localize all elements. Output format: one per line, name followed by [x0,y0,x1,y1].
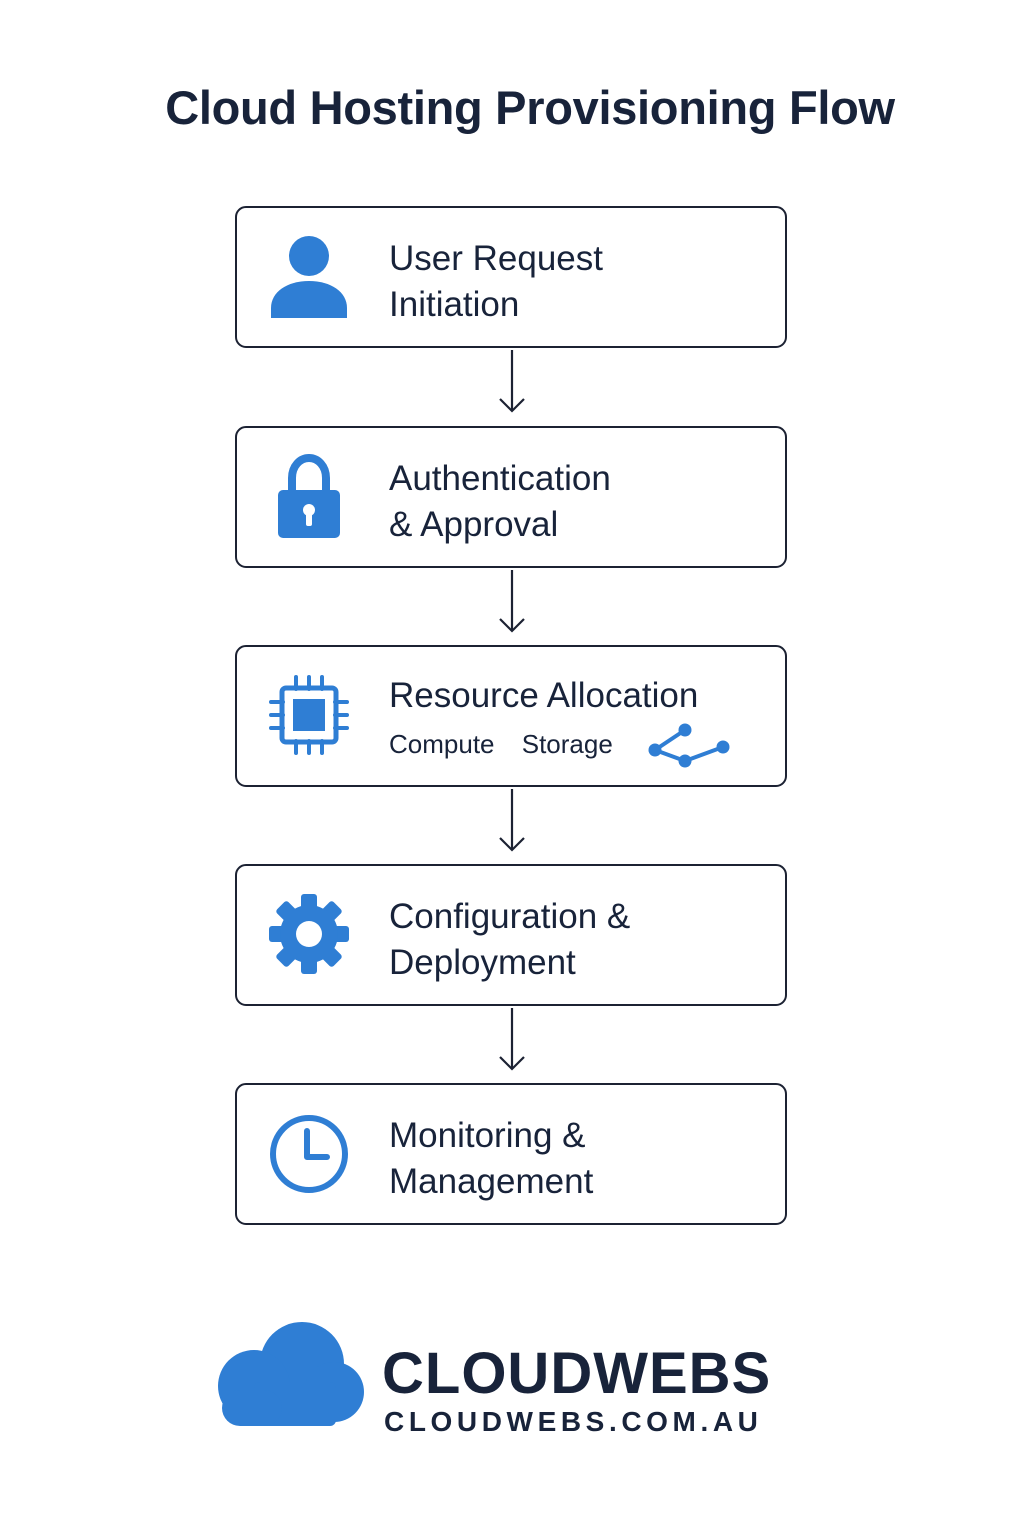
cloud-icon [218,1322,364,1426]
network-nodes-icon [648,723,730,768]
gear-icon [267,892,351,976]
step-authentication: Authentication & Approval [235,426,787,568]
step-label: Configuration & Deployment [389,897,631,982]
step-label: Monitoring & Management [389,1116,594,1201]
step-label: User Request Initiation [389,239,603,324]
brand-name: CLOUDWEBS [382,1341,772,1406]
step-label: Resource Allocation [389,676,699,715]
step-user-request: User Request Initiation [235,206,787,348]
sub-label-storage: Storage [521,729,613,759]
clock-icon [267,1111,351,1195]
step-label: Authentication & Approval [389,459,611,544]
step-sub-labels: Compute Storage [389,729,633,760]
step-configuration: Configuration & Deployment [235,864,787,1006]
flow-arrow [499,789,525,852]
flow-arrow [499,350,525,413]
brand-logo: CLOUDWEBS CLOUDWEBS.COM.AU [216,1320,776,1440]
user-icon [267,234,351,318]
flow-arrow [499,570,525,633]
flow-arrow [499,1008,525,1071]
lock-icon [267,454,351,538]
brand-domain: CLOUDWEBS.COM.AU [384,1406,763,1437]
sub-label-compute: Compute [389,729,495,759]
step-resource-allocation: Resource Allocation Compute Storage [235,645,787,787]
diagram-title: Cloud Hosting Provisioning Flow [165,81,895,134]
cpu-chip-icon [267,673,351,757]
step-monitoring: Monitoring & Management [235,1083,787,1225]
